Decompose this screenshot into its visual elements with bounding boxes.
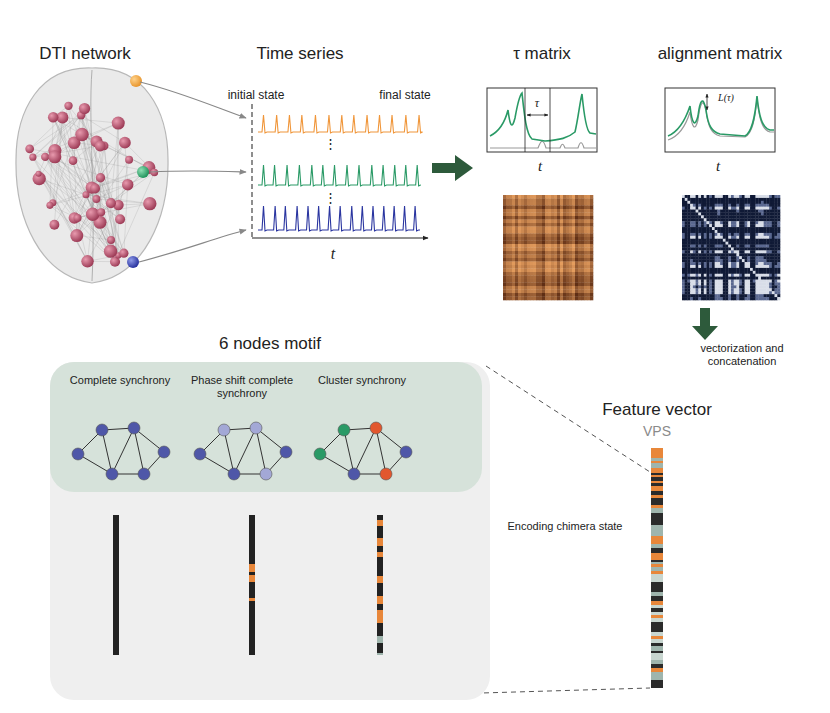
text-label: Time series xyxy=(256,44,343,64)
text-label: VPS xyxy=(643,423,671,440)
motif-label: Phase shift complete synchrony xyxy=(186,374,298,400)
text-label: ⋮ xyxy=(324,136,337,152)
text-label: ⋮ xyxy=(324,190,337,206)
text-label: Encoding chimera state xyxy=(508,520,623,533)
axis-symbol: t xyxy=(538,157,542,175)
axis-symbol: τ xyxy=(535,96,539,110)
motif-label: Complete synchrony xyxy=(70,374,170,387)
alignment-matrix xyxy=(682,195,780,300)
brain-network xyxy=(16,68,168,283)
projection-arrows xyxy=(139,82,246,262)
tau-plot xyxy=(487,88,597,152)
tau-matrix xyxy=(503,195,593,300)
motif-panel: Complete synchrony Phase shift complete s… xyxy=(50,362,490,700)
alignment-plot xyxy=(665,88,775,152)
text-label: final state xyxy=(379,88,430,102)
text-label: DTI network xyxy=(39,44,131,64)
axis-symbol: t xyxy=(716,157,720,175)
text-label: τ matrix xyxy=(513,44,571,64)
text-label: vectorization and concatenation xyxy=(686,342,798,368)
axis-symbol: L(τ) xyxy=(718,92,734,104)
axis-symbol: t xyxy=(331,244,335,263)
text-label: initial state xyxy=(228,88,285,102)
text-label: Feature vector xyxy=(602,400,712,420)
text-label: alignment matrix xyxy=(658,44,783,64)
motif-label: Cluster synchrony xyxy=(318,374,406,387)
motif-header-band: Complete synchrony Phase shift complete s… xyxy=(50,362,482,492)
panel-heading: 6 nodes motif xyxy=(219,334,321,354)
flow-arrow xyxy=(692,308,718,340)
time-series xyxy=(252,104,428,240)
flow-arrow xyxy=(432,155,473,181)
feature-vector xyxy=(651,448,663,688)
